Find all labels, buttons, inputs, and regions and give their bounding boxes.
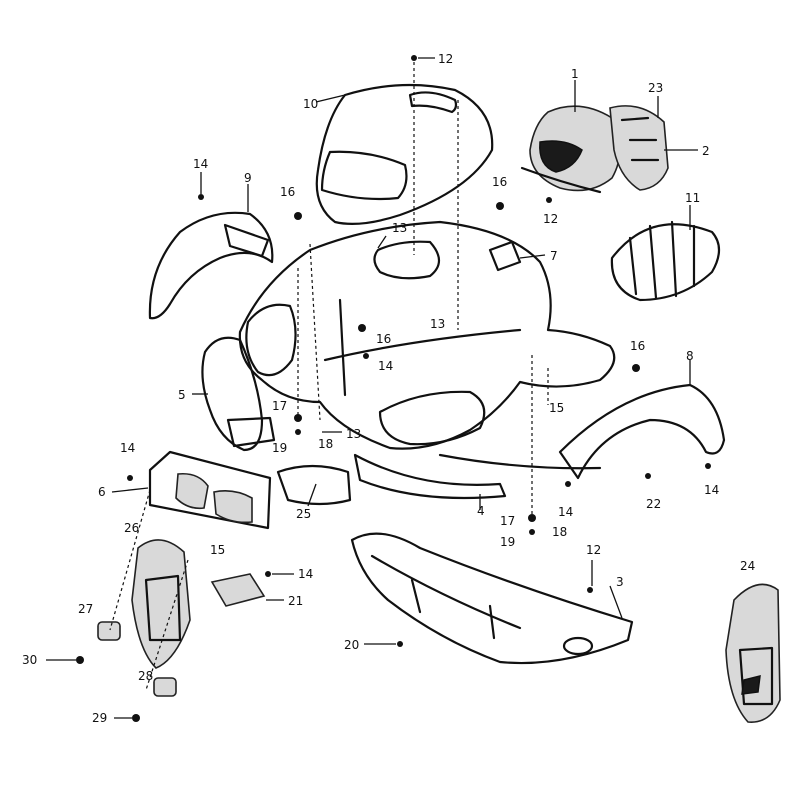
callout-26: 26 xyxy=(124,521,139,535)
part-23-headlight-bracket xyxy=(609,105,669,191)
callouts: 12 1 23 2 12 10 11 14 9 16 16 13 7 13 16… xyxy=(22,52,755,725)
callout-8: 8 xyxy=(686,349,694,363)
callout-13: 13 xyxy=(392,221,407,235)
callout-18: 18 xyxy=(552,525,567,539)
callout-30: 29 xyxy=(92,711,107,725)
callout-16: 16 xyxy=(630,339,645,353)
callout-3: 3 xyxy=(616,575,624,589)
callout-14: 14 xyxy=(120,441,135,455)
part-26-left-side-panel xyxy=(131,539,191,669)
part-27-rubber-bumper xyxy=(97,621,121,641)
callout-13: 13 xyxy=(346,427,361,441)
part-28-rubber-bumper xyxy=(153,677,177,697)
callout-4: 4 xyxy=(477,504,485,518)
callout-15: 15 xyxy=(549,401,564,415)
part-6-front-grille xyxy=(148,450,272,530)
callout-13: 13 xyxy=(430,317,445,331)
part-8-right-fender xyxy=(558,383,726,480)
alignment-lines xyxy=(109,62,549,691)
callout-1: 1 xyxy=(571,67,579,81)
part-11-visor xyxy=(610,220,721,302)
callout-24: 25 xyxy=(296,507,311,521)
callout-9: 9 xyxy=(244,171,252,185)
callout-25: 24 xyxy=(740,559,755,573)
callout-19: 19 xyxy=(272,441,287,455)
callout-18: 18 xyxy=(318,437,333,451)
part-21-bracket xyxy=(210,573,266,607)
callout-10: 10 xyxy=(303,97,318,111)
callout-17: 17 xyxy=(272,399,287,413)
callout-23: 23 xyxy=(648,81,663,95)
callout-22: 22 xyxy=(646,497,661,511)
callout-15: 15 xyxy=(210,543,225,557)
callout-6: 6 xyxy=(98,485,106,499)
part-3-front-bumper xyxy=(350,532,634,665)
part-25-right-side-panel xyxy=(725,583,781,723)
callout-7: 7 xyxy=(550,249,558,263)
callout-5: 5 xyxy=(178,388,186,402)
callout-16: 16 xyxy=(376,332,391,346)
callout-14: 14 xyxy=(704,483,719,497)
callout-2: 2 xyxy=(702,144,710,158)
part-24-mudguard xyxy=(276,464,352,506)
part-5-left-inner-fender xyxy=(201,336,276,452)
fasteners xyxy=(76,55,711,722)
part-1-headlight-housing xyxy=(520,105,621,194)
callout-14: 14 xyxy=(378,359,393,373)
front-body-main xyxy=(238,220,616,450)
callout-29: 30 xyxy=(22,653,37,667)
callout-16: 16 xyxy=(492,175,507,189)
callout-19: 19 xyxy=(500,535,515,549)
callout-14: 14 xyxy=(558,505,573,519)
callout-16: 16 xyxy=(280,185,295,199)
callout-12: 12 xyxy=(586,543,601,557)
callout-17: 17 xyxy=(500,514,515,528)
part-9-left-flap xyxy=(148,211,274,320)
callout-11: 11 xyxy=(685,191,700,205)
callout-12: 12 xyxy=(543,212,558,226)
part-10-top-cowl xyxy=(315,83,494,225)
part-4-lower-panel xyxy=(353,453,602,500)
callout-21: 21 xyxy=(288,594,303,608)
callout-14: 14 xyxy=(193,157,208,171)
callout-12: 12 xyxy=(438,52,453,66)
callout-20: 20 xyxy=(344,638,359,652)
callout-28: 28 xyxy=(138,669,153,683)
callout-27: 27 xyxy=(78,602,93,616)
callout-14: 14 xyxy=(298,567,313,581)
